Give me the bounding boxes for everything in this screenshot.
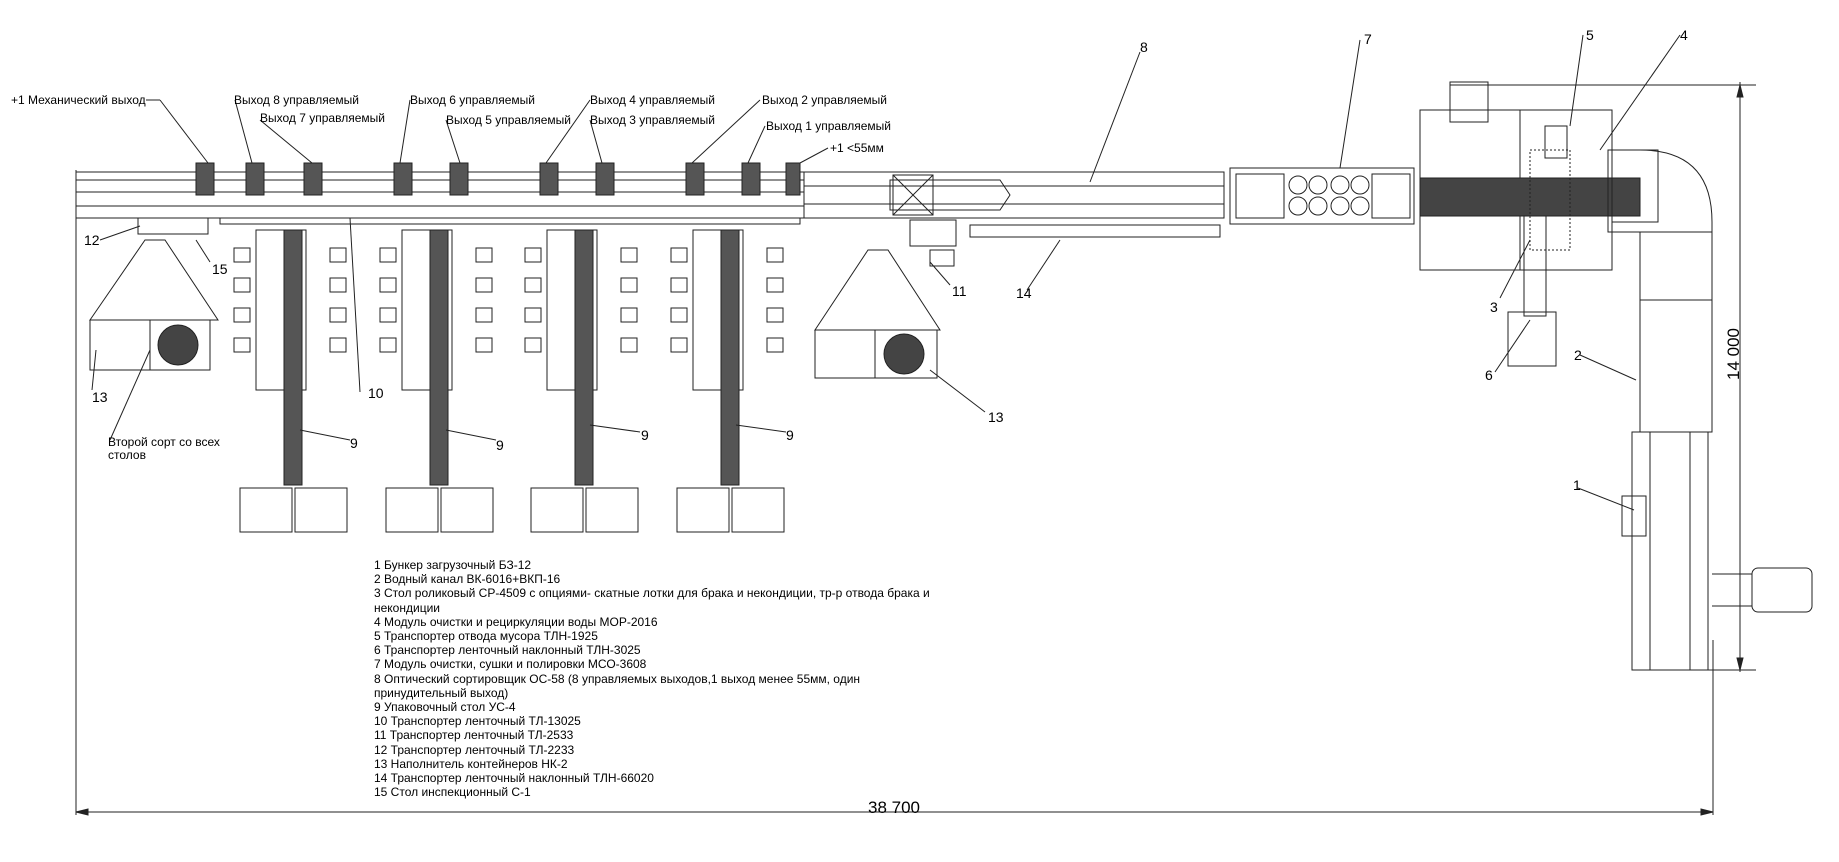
item-number-7: 7	[1364, 31, 1372, 47]
forklift	[1712, 567, 1813, 613]
module-7	[1229, 167, 1415, 225]
legend-item: 3 Стол роликовый СР-4509 с опциями- скат…	[374, 586, 930, 615]
item-number-1: 1	[1573, 477, 1581, 493]
label-outlet-3: Выход 3 управляемый	[590, 113, 715, 127]
legend-item: 9 Упаковочный стол УС-4	[374, 700, 516, 715]
outlet-gates	[195, 162, 801, 196]
label-outlet-5: Выход 5 управляемый	[446, 113, 571, 127]
item-number-4: 4	[1680, 27, 1688, 43]
container-filler-right	[814, 219, 957, 379]
label-outlet-8: Выход 8 управляемый	[234, 93, 359, 107]
item-number-5: 5	[1586, 27, 1594, 43]
legend-item: 12 Транспортер ленточный ТЛ-2233	[374, 742, 575, 757]
item-number-15: 15	[212, 261, 228, 277]
item-number-9c: 9	[641, 427, 649, 443]
leader-lines	[91, 34, 1681, 511]
item-number-13b: 13	[988, 409, 1004, 425]
label-mechanical-outlet: +1 Механический выход	[11, 93, 146, 107]
dimension-height: 14 000	[1724, 328, 1743, 380]
legend-item: 7 Модуль очистки, сушки и полировки МСО-…	[374, 657, 647, 672]
legend-item: 2 Водный канал ВК-6016+ВКП-16	[374, 572, 561, 587]
legend-item: 13 Наполнитель контейнеров НК-2	[374, 756, 568, 771]
item-number-3: 3	[1490, 299, 1498, 315]
dimension-width: 38 700	[868, 798, 920, 817]
legend-item: 4 Модуль очистки и рециркуляции воды МОР…	[374, 614, 658, 629]
item-number-11: 11	[952, 283, 967, 299]
legend-item: 11 Транспортер ленточный ТЛ-2533	[374, 728, 574, 743]
legend-item: 8 Оптический сортировщик ОС-58 (8 управл…	[374, 671, 861, 700]
item-number-9a: 9	[350, 435, 358, 451]
label-outlet-7: Выход 7 управляемый	[260, 111, 385, 125]
legend-item: 15 Стол инспекционный С-1	[374, 785, 531, 800]
legend-item: 6 Транспортер ленточный наклонный ТЛН-30…	[374, 643, 641, 658]
legend-item: 1 Бункер загрузочный БЗ-12	[374, 558, 532, 572]
legend-item: 5 Транспортер отвода мусора ТЛН-1925	[374, 629, 598, 644]
item-number-2: 2	[1574, 347, 1582, 363]
label-small-outlet: +1 <55мм	[830, 141, 884, 155]
item-number-6: 6	[1485, 367, 1493, 383]
label-second-grade: Второй сорт со всех столов	[108, 435, 220, 462]
label-outlet-6: Выход 6 управляемый	[410, 93, 535, 107]
item-number-8: 8	[1140, 39, 1148, 55]
water-channel	[1607, 149, 1713, 671]
container-filler-left	[89, 239, 219, 371]
dimension-lines	[75, 82, 1756, 816]
item-number-14: 14	[1016, 285, 1032, 301]
packing-tables	[233, 229, 785, 533]
item-number-12: 12	[84, 232, 100, 248]
legend-item: 10 Транспортер ленточный ТЛ-13025	[374, 714, 581, 729]
item-number-10: 10	[368, 385, 384, 401]
label-outlet-4: Выход 4 управляемый	[590, 93, 715, 107]
legend: 1 Бункер загрузочный БЗ-12 2 Водный кана…	[374, 558, 934, 799]
item-number-9b: 9	[496, 437, 504, 453]
roller-table	[1419, 81, 1659, 367]
item-number-13a: 13	[92, 389, 108, 405]
label-outlet-2: Выход 2 управляемый	[762, 93, 887, 107]
label-outlet-1: Выход 1 управляемый	[766, 119, 891, 133]
legend-item: 14 Транспортер ленточный наклонный ТЛН-6…	[374, 771, 654, 786]
item-number-9d: 9	[786, 427, 794, 443]
